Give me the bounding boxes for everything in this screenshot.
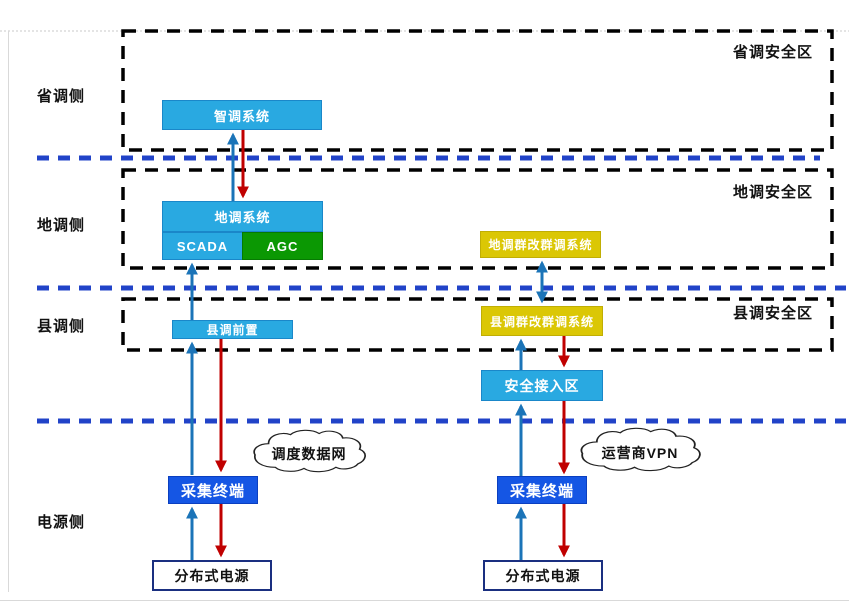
node-smart-dispatch-system: 智调系统 xyxy=(162,100,322,130)
county-zone-box xyxy=(121,297,834,352)
node-city-cluster-dispatch-system: 地调群改群调系统 xyxy=(480,231,601,258)
cloud-label-operator-vpn: 运营商VPN xyxy=(601,445,679,461)
node-city-dispatch-system: 地调系统 xyxy=(162,201,323,232)
zone-label-city: 地调安全区 xyxy=(732,184,813,201)
province-zone-box xyxy=(121,29,834,152)
node-collector-terminal-right: 采集终端 xyxy=(497,476,587,504)
side-label-city: 地调侧 xyxy=(37,217,86,234)
cloud-label-dispatch-data-network: 调度数据网 xyxy=(271,446,347,462)
node-distributed-generation-left: 分布式电源 xyxy=(152,560,272,591)
node-distributed-generation-right: 分布式电源 xyxy=(483,560,603,591)
city-zone-box xyxy=(121,168,834,270)
node-collector-terminal-left: 采集终端 xyxy=(168,476,258,504)
node-county-front-end: 县调前置 xyxy=(172,320,293,339)
zone-label-province: 省调安全区 xyxy=(732,44,813,61)
node-secure-access-zone: 安全接入区 xyxy=(481,370,603,401)
node-agc: AGC xyxy=(242,232,323,260)
node-county-cluster-dispatch-system: 县调群改群调系统 xyxy=(481,306,603,336)
side-label-county: 县调侧 xyxy=(37,318,86,335)
side-label-power: 电源侧 xyxy=(37,514,86,531)
zone-label-county: 县调安全区 xyxy=(732,305,813,322)
node-scada: SCADA xyxy=(162,232,243,260)
side-label-province: 省调侧 xyxy=(37,88,86,105)
